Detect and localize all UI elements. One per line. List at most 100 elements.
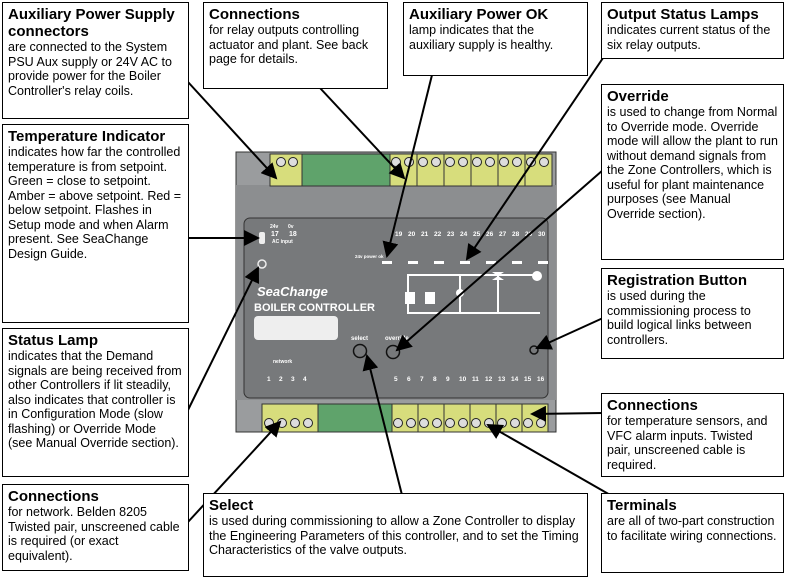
- terminal-number: 22: [434, 231, 442, 238]
- screw-icon: [471, 418, 481, 428]
- input-terminal: [495, 403, 523, 433]
- terminal-number: 11: [472, 376, 479, 383]
- screw-icon: [512, 157, 522, 167]
- callout-body: indicates that the Demand signals are be…: [8, 349, 182, 450]
- terminal-number: 3: [291, 376, 295, 383]
- callout-body: indicates current status of the six rela…: [607, 23, 771, 52]
- boiler-1-symbol: [405, 292, 415, 304]
- terminal-number: 28: [512, 231, 520, 238]
- input-terminal: [521, 403, 549, 433]
- output-status-lamp: [434, 261, 444, 264]
- screw-icon: [536, 418, 546, 428]
- ac-0v-label: 0v: [288, 224, 294, 230]
- terminal-number: 21: [421, 231, 429, 238]
- screw-icon: [406, 418, 416, 428]
- load-symbol: [532, 271, 542, 281]
- terminal-number: 10: [459, 376, 467, 383]
- callout-title: Auxiliary Power OK: [409, 6, 549, 23]
- terminal-number: 14: [511, 376, 519, 383]
- screw-icon: [445, 418, 455, 428]
- terminal-blank-top: [301, 153, 391, 187]
- aux-power-terminal: [269, 153, 303, 187]
- terminal-number: 26: [486, 231, 494, 238]
- callout-body: is used to change from Normal to Overrid…: [607, 105, 778, 221]
- terminal-number: 15: [524, 376, 532, 383]
- brand-logo: SeaChange: [257, 284, 328, 299]
- screw-icon: [510, 418, 520, 428]
- terminal-number: 5: [394, 376, 398, 383]
- terminal-number: 1: [267, 376, 271, 383]
- callout-body: are connected to the System PSU Aux supp…: [8, 40, 172, 98]
- terminal-number: 6: [407, 376, 411, 383]
- output-status-lamp: [382, 261, 392, 264]
- power-ok-label: 24v power ok: [355, 254, 384, 259]
- input-terminal: [391, 403, 419, 433]
- callout-body: for temperature sensors, and VFC alarm i…: [607, 414, 768, 472]
- callout-body: are all of two-part construction to faci…: [607, 514, 777, 543]
- screw-icon: [539, 157, 549, 167]
- callout-body: for relay outputs controlling actuator a…: [209, 23, 369, 66]
- terminal-number: 27: [499, 231, 507, 238]
- terminal-number: 30: [538, 231, 546, 238]
- callout-body: indicates how far the controlled tempera…: [8, 145, 182, 261]
- status-lamp: [257, 259, 267, 269]
- callout-title: Override: [607, 88, 669, 105]
- screw-icon: [497, 418, 507, 428]
- screw-icon: [419, 418, 429, 428]
- callout-title: Connections: [607, 397, 698, 414]
- callout-body: is used during the commissioning process…: [607, 289, 752, 347]
- screw-icon: [445, 157, 455, 167]
- terminal-number: 16: [537, 376, 545, 383]
- screw-icon: [485, 157, 495, 167]
- screw-icon: [458, 418, 468, 428]
- terminal-number: 9: [446, 376, 450, 383]
- terminal-number: 20: [408, 231, 416, 238]
- callout-title: Connections: [8, 488, 99, 505]
- callout-title: Status Lamp: [8, 332, 99, 349]
- callout-title: Connections: [209, 6, 300, 23]
- screw-icon: [290, 418, 300, 428]
- boiler-2-symbol: [425, 292, 435, 304]
- select-button[interactable]: [352, 343, 368, 359]
- screw-icon: [276, 157, 286, 167]
- screw-icon: [264, 418, 274, 428]
- terminal-number: 4: [303, 376, 307, 383]
- output-status-lamp: [538, 261, 548, 264]
- network-label: network: [273, 359, 292, 365]
- screw-icon: [472, 157, 482, 167]
- model-name: BOILER CONTROLLER: [254, 302, 375, 314]
- output-status-lamp: [460, 261, 470, 264]
- terminal-number: 12: [485, 376, 493, 383]
- callout-body: for network. Belden 8205 Twisted pair, u…: [8, 505, 180, 563]
- terminal-number: 24: [460, 231, 468, 238]
- valve-symbol: [492, 272, 504, 280]
- terminal-number: 19: [395, 231, 403, 238]
- terminal-number: 23: [447, 231, 455, 238]
- callout-title: Select: [209, 497, 254, 514]
- registration-button[interactable]: [529, 345, 539, 355]
- screw-icon: [393, 418, 403, 428]
- display-window: [254, 316, 338, 340]
- output-status-lamp: [512, 261, 522, 264]
- terminal-number: 2: [279, 376, 283, 383]
- select-label: select: [351, 336, 368, 342]
- override-button[interactable]: [385, 344, 401, 360]
- callout-title: Terminals: [607, 497, 677, 514]
- terminal-number: 7: [420, 376, 424, 383]
- screw-icon: [288, 157, 298, 167]
- screw-icon: [418, 157, 428, 167]
- input-terminal: [417, 403, 445, 433]
- input-terminal: [443, 403, 471, 433]
